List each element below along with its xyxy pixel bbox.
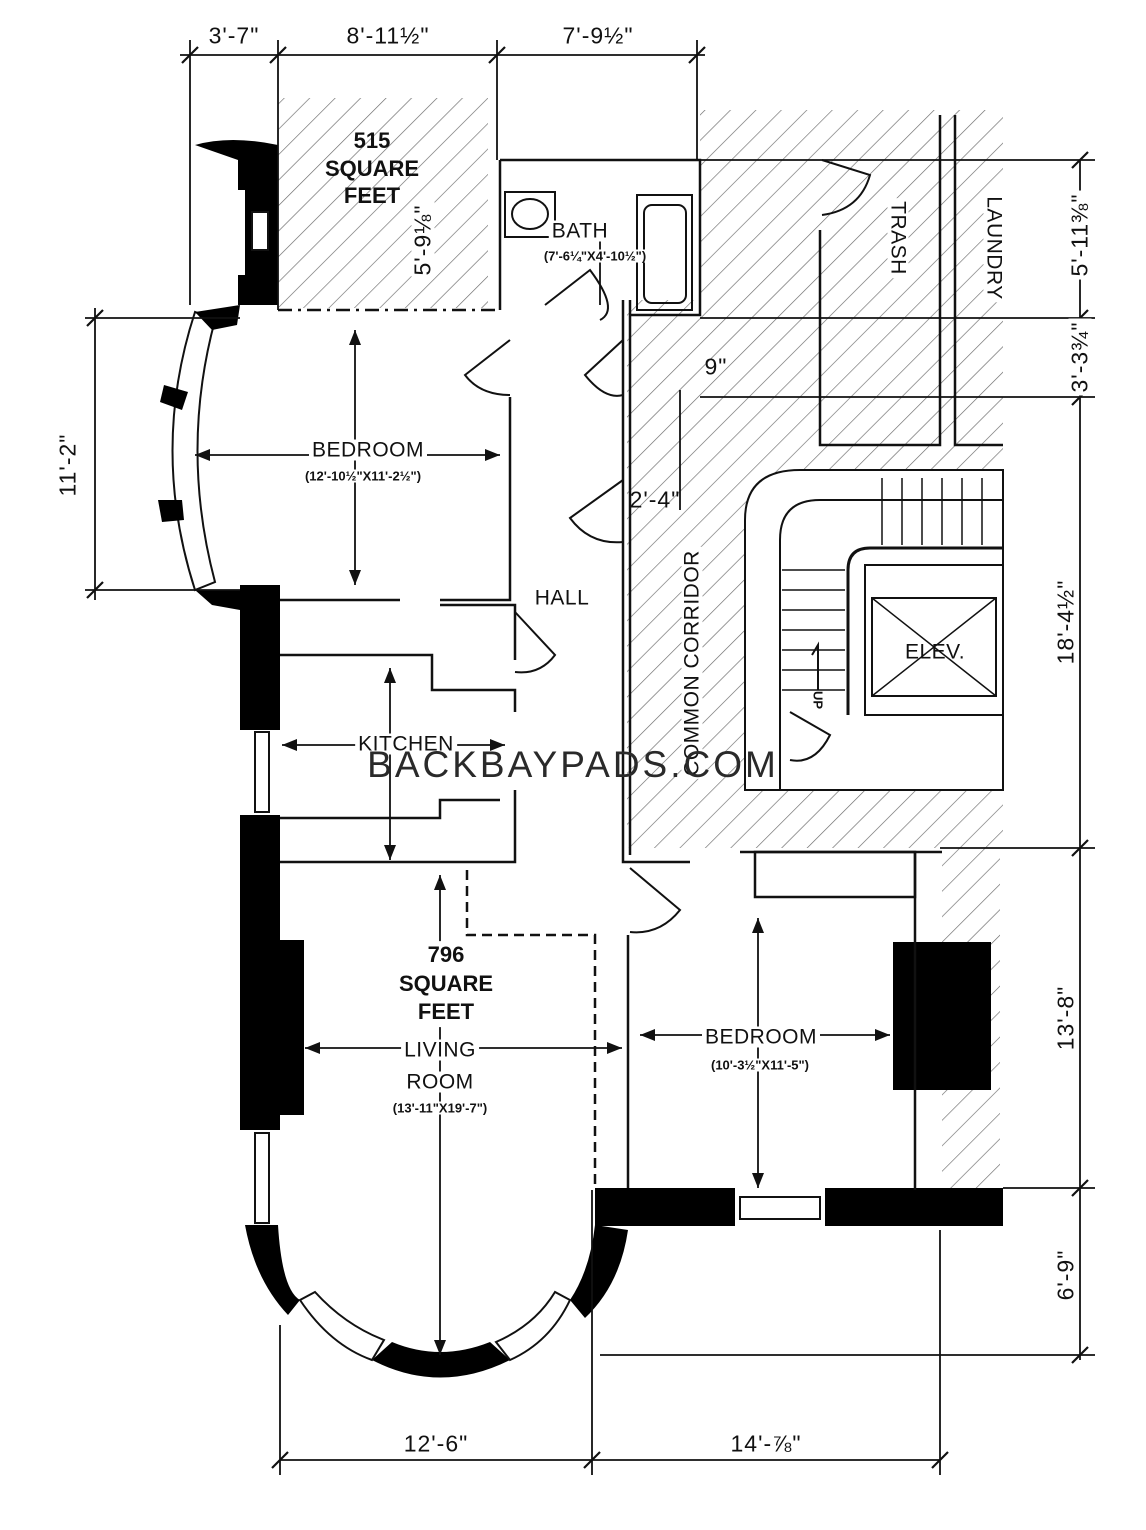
- area-515: 515 SQUARE FEET: [322, 127, 422, 210]
- tub-inner: [643, 204, 687, 304]
- area-515-unit-2: FEET: [343, 182, 401, 208]
- chimney-right: [893, 942, 991, 1090]
- area-796-unit-2: FEET: [417, 999, 475, 1025]
- door-hall-closet: [583, 339, 624, 397]
- windows: [171, 211, 821, 1362]
- partition-hall-right: [621, 300, 690, 864]
- partition-bath: [500, 158, 702, 317]
- living-room-size: (13'-11"X19'-7"): [389, 1101, 491, 1115]
- hall-label: HALL: [531, 587, 593, 609]
- stair-rail: [846, 546, 1003, 715]
- trash-label: TRASH: [887, 198, 910, 278]
- dimension-lines: [85, 40, 1095, 1475]
- elevator-car: [864, 564, 1004, 716]
- partition-kitchen-inner: [280, 798, 500, 820]
- door-closet-2: [514, 611, 557, 674]
- wall-left-upper: [240, 585, 280, 730]
- door-entry: [629, 867, 682, 934]
- wall-bay-bottom: [245, 1225, 300, 1315]
- stair-treads: [782, 478, 983, 691]
- partition-trash: [818, 115, 942, 447]
- living-room-label-2: ROOM: [403, 1071, 477, 1093]
- wall-chimney-left: [278, 940, 304, 1115]
- dashed-living: [465, 870, 597, 1188]
- dim-bottom-1: 12'-6": [400, 1432, 472, 1456]
- window-left-kitchen: [254, 731, 270, 813]
- area-515-unit-1: SQUARE: [324, 155, 420, 181]
- dim-top-1: 3'-7": [205, 24, 263, 48]
- core: [744, 469, 1004, 791]
- partition-bedroom-right: [440, 397, 512, 602]
- door-bath: [544, 268, 609, 321]
- bedroom-1-size: (12'-10½"X11'-2½"): [301, 469, 425, 483]
- area-796-unit-1: SQUARE: [398, 970, 494, 996]
- dim-bedroom-height: 11'-2": [55, 430, 81, 500]
- door-bedroom: [463, 339, 511, 396]
- wall-left-mid: [240, 815, 280, 1130]
- hatch-closet-top: [278, 98, 488, 308]
- wall-bay-bottom-mid: [372, 1342, 510, 1378]
- interior-walls: [278, 115, 1003, 1190]
- dim-right-3: 18'-4½": [1053, 576, 1079, 668]
- bedroom-2-label: BEDROOM: [701, 1026, 821, 1048]
- stair-up-label: UP: [810, 690, 826, 710]
- dim-right-4: 13'-8": [1053, 982, 1079, 1054]
- dim-two-four: 2'-4": [629, 486, 681, 513]
- closet-bedroom2: [753, 850, 917, 899]
- partition-kitchen-bottom: [280, 790, 517, 864]
- dim-right-1: 5'-11⅜": [1067, 190, 1093, 280]
- door-stair: [789, 711, 832, 762]
- wall-bottom-right-2: [825, 1188, 1003, 1226]
- stair-up-arrow: [811, 641, 819, 690]
- dim-right-2: 3'-3¾": [1067, 318, 1093, 396]
- kitchen-label: KITCHEN: [355, 733, 457, 755]
- vanity: [504, 191, 556, 238]
- doors: [463, 159, 872, 934]
- bay-lower-right: [494, 1290, 572, 1362]
- dimension-arrows: [195, 330, 890, 1355]
- door-hall-2: [568, 479, 624, 544]
- elevator-cab: [871, 597, 997, 697]
- partition-laundry: [953, 115, 1003, 447]
- dim-bottom-2: 14'-⅞": [727, 1432, 805, 1456]
- bath-size: (7'-6¼"X4'-10½"): [540, 249, 650, 263]
- dim-top-2: 8'-11½": [343, 24, 433, 48]
- area-796: 796 SQUARE FEET: [395, 941, 497, 1027]
- bath-label: BATH: [548, 220, 612, 242]
- dim-bath-depth: 5'-9⅛": [410, 201, 436, 279]
- laundry-label: LAUNDRY: [983, 193, 1006, 303]
- wall-bottom-right: [595, 1188, 735, 1226]
- window-left-living: [254, 1132, 270, 1224]
- area-515-value: 515: [353, 127, 391, 153]
- dim-nine-inch: 9": [704, 353, 728, 380]
- bedroom-2-size: (10'-3½"X11'-5"): [707, 1058, 813, 1072]
- stair-inner: [779, 499, 1003, 790]
- door-trash: [821, 159, 872, 216]
- wall-top-bay: [195, 140, 278, 305]
- elevator-label: ELEV.: [904, 640, 966, 664]
- bay-lower-left: [298, 1290, 386, 1362]
- bedroom-1-label: BEDROOM: [308, 439, 428, 461]
- exterior-walls: [195, 140, 1003, 1378]
- dim-top-3: 7'-9½": [559, 24, 637, 48]
- partition-kitchen-top: [280, 653, 517, 712]
- area-796-value: 796: [427, 942, 465, 968]
- window-bottom-right: [739, 1196, 821, 1220]
- wall-bay-bottom-right: [570, 1225, 628, 1318]
- window-top: [251, 211, 269, 251]
- watermark: BACKBAYPADS.COM: [367, 744, 779, 785]
- sink: [511, 198, 549, 230]
- dim-right-5: 6'-9": [1053, 1246, 1079, 1304]
- partition-closet: [440, 603, 517, 660]
- living-room-label-1: LIVING: [401, 1039, 479, 1061]
